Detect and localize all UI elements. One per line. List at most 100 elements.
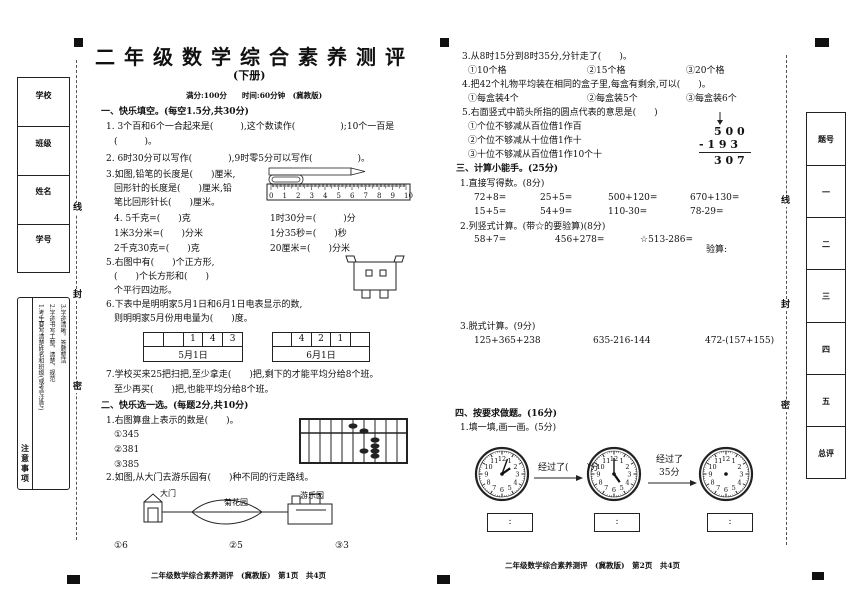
note-item: 1.考生要写清楚姓名和班级(或考号证号): [37, 304, 44, 411]
route-map: [143, 493, 333, 525]
svg-text:1: 1: [732, 457, 736, 465]
time-answer-box[interactable]: :: [594, 513, 640, 532]
meter-digit: 1: [331, 333, 351, 346]
exam-edition: (下册): [233, 69, 266, 82]
option-2-2-c: ③3: [335, 541, 349, 551]
oral-calc-item: 78-29=: [690, 207, 724, 217]
question-2-5: 5.右面竖式中箭头所指的圆点代表的意思是( ): [462, 108, 658, 118]
question-1-3-cont: 回形针的长度是( )厘米,铅: [114, 184, 232, 194]
time-answer-box[interactable]: :: [487, 513, 533, 532]
field-class-label: 班级: [35, 138, 52, 148]
score-table-row: 四: [807, 321, 845, 375]
ruler-tick-label: 7: [363, 192, 368, 200]
ruler-tick-label: 3: [309, 192, 314, 200]
field-name-label: 姓名: [35, 186, 52, 196]
exam-meta: 满分:100分 时间:60分钟 (冀教版): [186, 91, 323, 100]
notes-title: 注意事项: [21, 443, 29, 483]
registration-mark: [812, 572, 824, 580]
time-answer-box[interactable]: :: [707, 513, 753, 532]
svg-text:7: 7: [604, 484, 608, 492]
exam-title: 二年级数学综合素养测评: [95, 45, 414, 69]
oral-calc-item: 500+120=: [608, 193, 658, 203]
score-table: 题号一二三四五总评: [806, 112, 846, 479]
ruler-tick-label: 1: [282, 192, 287, 200]
map-label-garden: 菊花园: [224, 498, 248, 507]
arrow-1-label: 经过了( )分: [538, 463, 600, 473]
arrow-right-icon: [648, 480, 697, 486]
svg-text:7: 7: [492, 484, 496, 492]
oral-calc-item: 670+130=: [690, 193, 740, 203]
svg-text:6: 6: [500, 486, 504, 494]
svg-text:2: 2: [513, 463, 517, 471]
svg-text:10: 10: [596, 463, 604, 471]
svg-text:4: 4: [625, 478, 629, 486]
question-1-4f: 20厘米=( )分米: [270, 244, 351, 254]
registration-mark: [440, 38, 449, 47]
column-calc-2: 456+278=: [555, 235, 605, 245]
oral-calc-item: 110-30=: [608, 207, 648, 217]
svg-text:3: 3: [627, 471, 631, 479]
oral-calc-item: 25+5=: [540, 193, 573, 203]
ruler-tick-label: 6: [350, 192, 355, 200]
arrow-2-label-a: 经过了: [656, 455, 684, 465]
svg-text:4: 4: [513, 478, 517, 486]
question-3-2: 2.列竖式计算。(带☆的要验算)(8分): [460, 222, 606, 232]
meter-digit: 4: [292, 333, 312, 346]
svg-text:9: 9: [708, 471, 712, 479]
option-2-3-b: ②15个格: [587, 66, 626, 76]
svg-text:8: 8: [711, 478, 715, 486]
cut-word: 封: [73, 290, 83, 301]
registration-mark: [437, 575, 450, 584]
field-school-label: 学校: [35, 90, 52, 100]
question-2-2: 2.如图,从大门去游乐园有( )种不同的行走路线。: [106, 473, 314, 483]
meter-may-label: 5月1日: [178, 351, 208, 361]
svg-text:4: 4: [737, 478, 741, 486]
svg-text:7: 7: [716, 484, 720, 492]
section-4-heading: 四、按要求做题。(16分): [455, 409, 558, 419]
ruler-tick-label: 10: [404, 192, 413, 200]
question-3-3: 3.脱式计算。(9分): [460, 322, 536, 332]
column-calc-3: ☆513-286=: [640, 235, 694, 245]
question-1-4d: 1分35秒=( )秒: [270, 229, 347, 239]
option-2-4-a: ①每盒装4个: [468, 94, 519, 104]
step-calc-3: 472-(157+155): [705, 336, 775, 346]
paperclip-icon: [268, 174, 304, 185]
score-table-row: 三: [807, 269, 845, 322]
svg-text:3: 3: [739, 471, 743, 479]
svg-text:6: 6: [612, 486, 616, 494]
question-1-3: 3.如图,铅笔的长度是( )厘米,: [106, 170, 236, 180]
svg-text:10: 10: [708, 463, 716, 471]
footer-page-1: 二年级数学综合素养测评 (冀教版) 第1页 共4页: [151, 571, 327, 580]
question-1-5: 5.右图中有( )个正方形,: [106, 258, 215, 268]
question-2-4: 4.把42个礼物平均装在相同的盒子里,每盒有剩余,可以( )。: [462, 80, 711, 90]
question-1-5-cont: ( )个长方形和( ): [114, 272, 210, 282]
option-2-5-a: ①个位不够减从百位借1作百: [468, 122, 582, 132]
meter-digit: 3: [229, 334, 236, 344]
meter-digit: [273, 333, 293, 346]
option-2-1-a: ①345: [114, 430, 140, 440]
option-2-2-b: ②5: [229, 541, 243, 551]
meter-digit: 1: [184, 333, 204, 346]
vertical-result: 3 0 7: [714, 154, 745, 167]
pencil-icon: [268, 167, 352, 176]
question-1-1-cont: ( )。: [114, 137, 158, 147]
question-4-1: 1.填一填,画一画。(5分): [460, 423, 557, 433]
step-calc-2: 635-216-144: [593, 336, 651, 346]
gate-icon: [143, 501, 163, 523]
question-1-4b: 1时30分=( )分: [270, 214, 356, 224]
ruler-tick-label: 4: [323, 192, 328, 200]
svg-text:1: 1: [620, 457, 624, 465]
question-1-5-cont2: 个平行四边形。: [114, 286, 178, 296]
svg-text:11: 11: [602, 457, 610, 465]
cut-word: 线: [781, 196, 791, 207]
question-1-1: 1. 3个百和6个一合起来是( ),这个数读作( );10个一百是: [106, 122, 395, 132]
option-2-4-b: ②每盒装5个: [587, 94, 638, 104]
vertical-line: [699, 152, 751, 153]
score-table-header: 题号: [818, 134, 834, 144]
score-table-row: 总评: [807, 425, 845, 479]
svg-text:12: 12: [498, 455, 506, 463]
